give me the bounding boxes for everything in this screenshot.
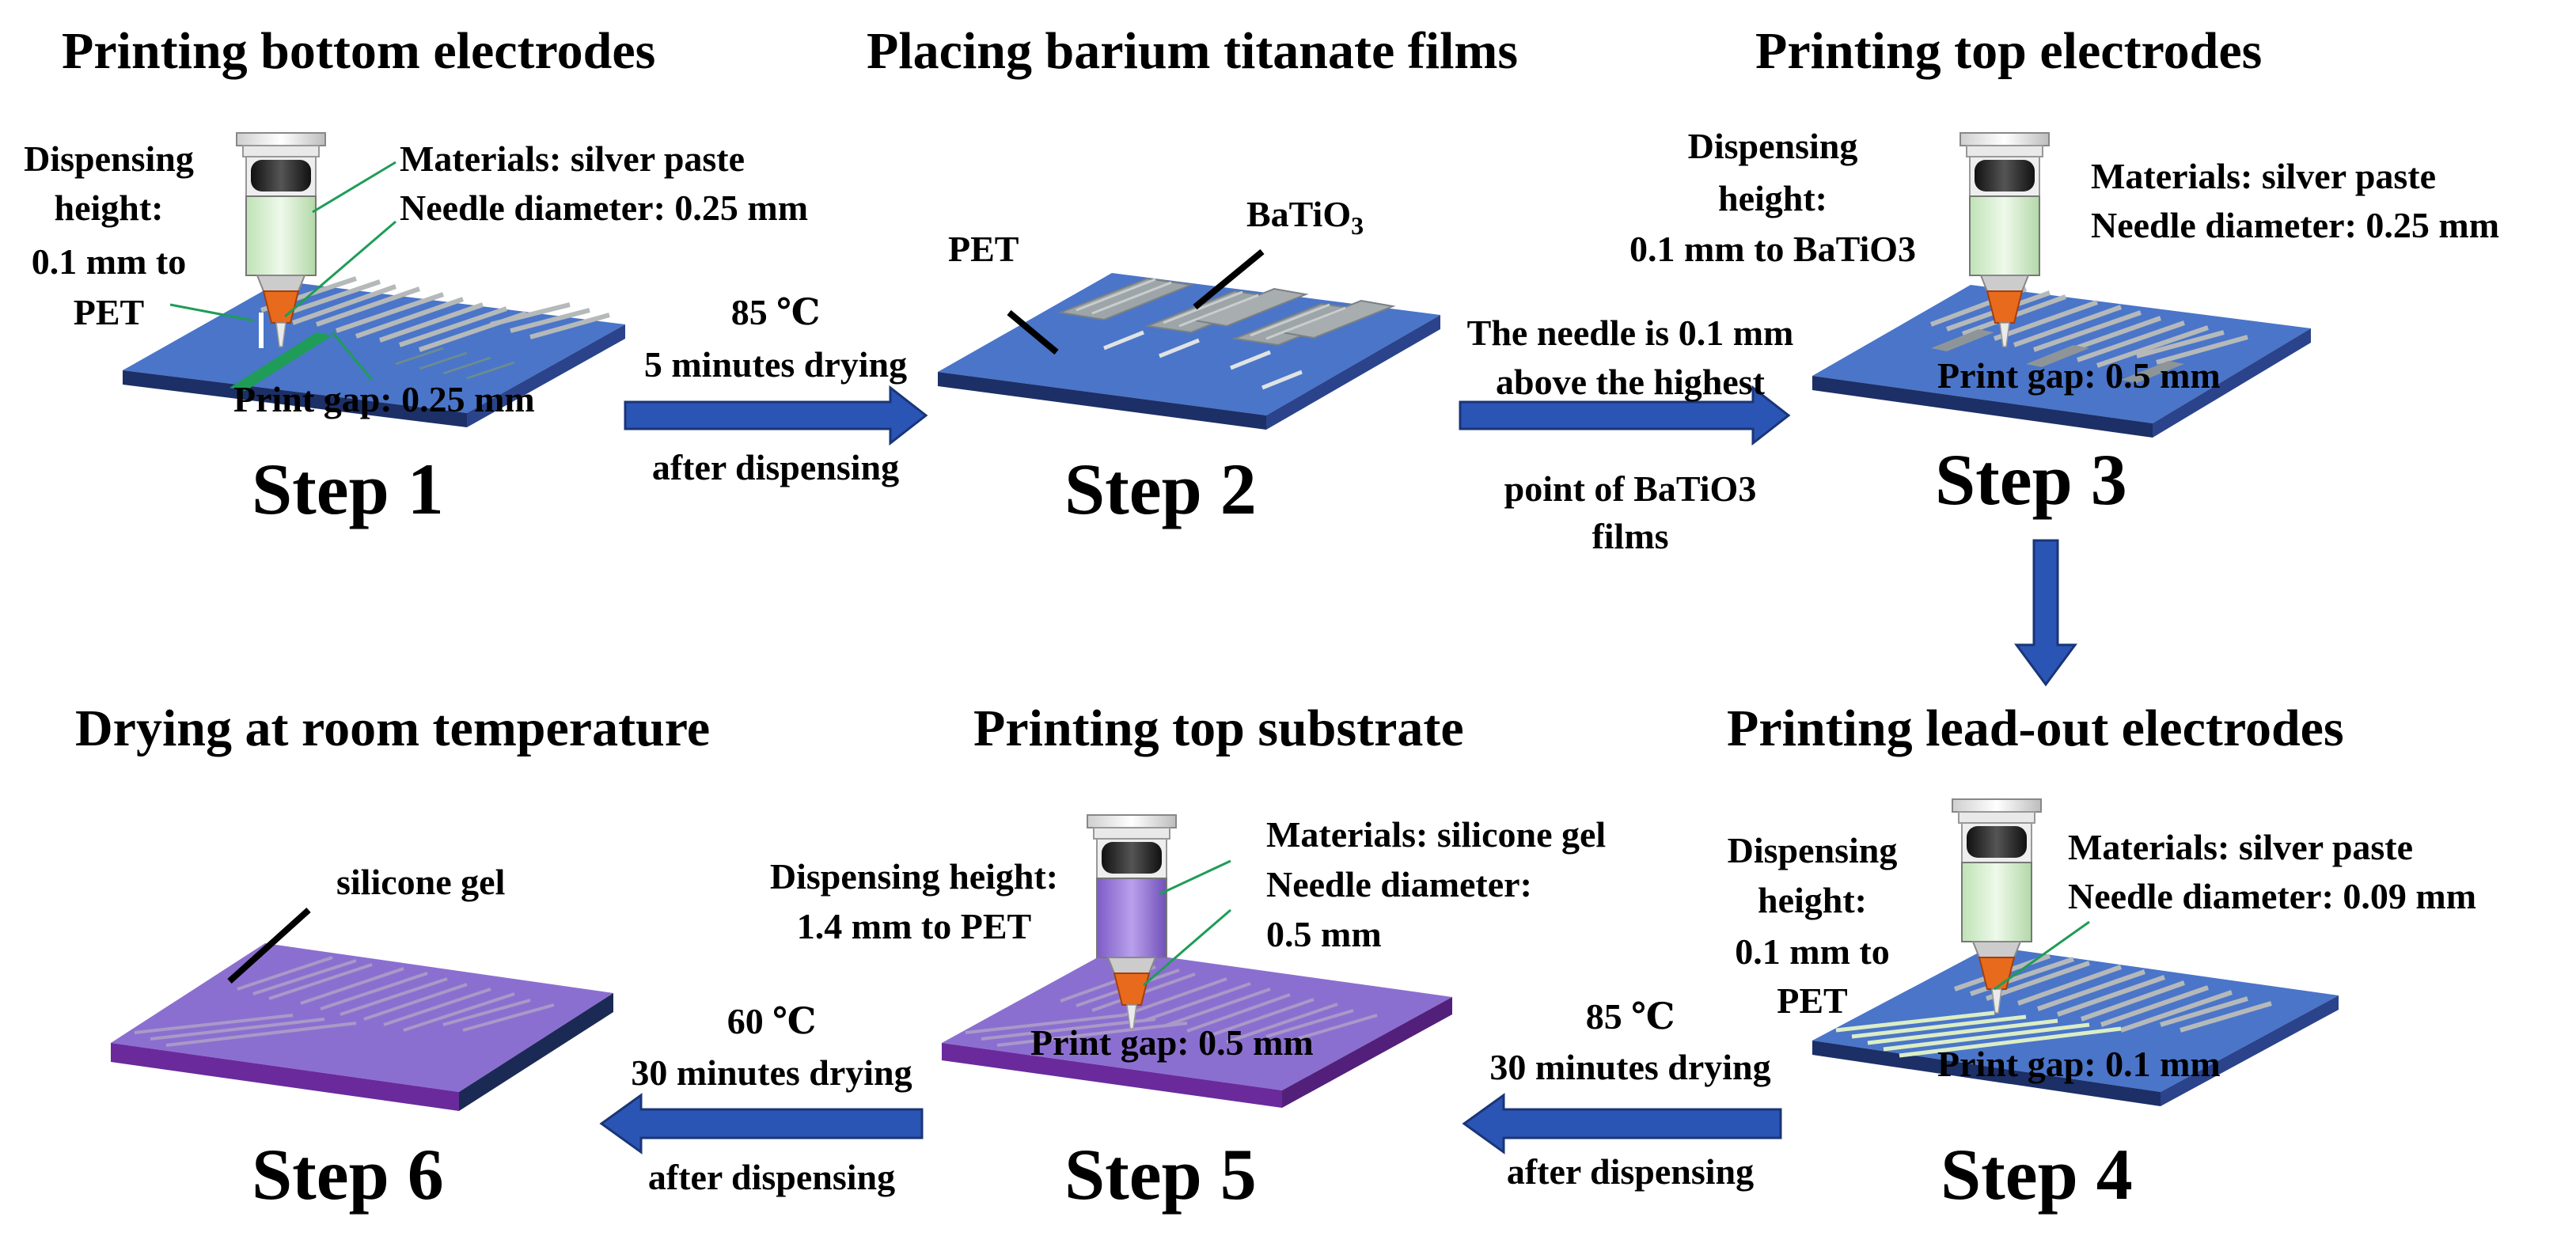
step5-leader-lines — [1143, 859, 1231, 987]
step2-title: Placing barium titanate films — [867, 22, 1519, 80]
t45-temp: 85 ℃ — [1585, 996, 1675, 1037]
step1-materials: Materials: silver paste — [400, 138, 745, 179]
t12-drying: 5 minutes drying — [643, 344, 908, 385]
arrow-down-icon — [2014, 539, 2077, 687]
step3-dispensing-line3: 0.1 mm to BaTiO3 — [1629, 229, 1917, 269]
step3-dispensing-line2: height: — [1718, 178, 1827, 218]
step5-gap: Print gap: 0.5 mm — [1030, 1022, 1314, 1063]
arrow-left-icon — [1462, 1093, 1782, 1154]
step3-title: Printing top electrodes — [1755, 22, 2263, 80]
step4-label: Step 4 — [1941, 1134, 2133, 1215]
step1-dispensing-line1: Dispensing — [24, 138, 194, 179]
t12-temp: 85 ℃ — [730, 292, 821, 332]
step6-gel-label: silicone gel — [336, 862, 506, 902]
step4-dispensing-line4: PET — [1777, 980, 1848, 1021]
step5-needle-line2: 0.5 mm — [1266, 914, 1382, 954]
step2-substrate — [938, 248, 1440, 430]
t23-line3: point of BaTiO3 — [1504, 468, 1757, 509]
step1-dispensing-line2: height: — [54, 188, 164, 228]
step5-label: Step 5 — [1064, 1134, 1257, 1215]
step6-label: Step 6 — [252, 1134, 444, 1215]
step4-dispensing-line2: height: — [1758, 880, 1867, 920]
step3-dispensing-line1: Dispensing — [1687, 126, 1858, 166]
t45-drying: 30 minutes drying — [1489, 1047, 1771, 1087]
t23-line4: films — [1592, 516, 1669, 556]
t23-line1: The needle is 0.1 mm — [1466, 313, 1794, 353]
step5-dispensing-line2: 1.4 mm to PET — [796, 906, 1032, 946]
t45-after: after dispensing — [1506, 1151, 1755, 1192]
step4-leader-line — [1994, 920, 2090, 991]
step2-film-label: BaTiO3 — [1246, 194, 1364, 241]
step1-label: Step 1 — [252, 449, 444, 529]
step6-substrate — [111, 908, 613, 1111]
arrow-right-icon — [1459, 385, 1791, 446]
step4-dispensing-line1: Dispensing — [1727, 830, 1898, 870]
step3-substrate — [1812, 285, 2311, 438]
step1-needle: Needle diameter: 0.25 mm — [400, 188, 809, 228]
step3-needle: Needle diameter: 0.25 mm — [2091, 205, 2500, 245]
step4-materials: Materials: silver paste — [2068, 827, 2414, 867]
step4-title: Printing lead-out electrodes — [1727, 700, 2344, 757]
step4-dispensing-line3: 0.1 mm to — [1735, 931, 1890, 972]
step1-dispensing-line3: 0.1 mm to — [31, 241, 187, 282]
step4-needle: Needle diameter: 0.09 mm — [2068, 876, 2477, 916]
t23-line2: above the highest — [1496, 362, 1765, 402]
t12-after: after dispensing — [651, 447, 900, 487]
step1-dispensing-line4: PET — [73, 292, 145, 332]
step1-gap: Print gap: 0.25 mm — [233, 379, 535, 419]
step3-materials: Materials: silver paste — [2091, 156, 2437, 196]
step1-title: Printing bottom electrodes — [62, 22, 656, 80]
step5-materials: Materials: silicone gel — [1266, 814, 1607, 855]
step6-title: Drying at room temperature — [75, 700, 711, 757]
step2-pet-label: PET — [948, 229, 1019, 269]
step4-substrate — [1812, 946, 2339, 1106]
step4-gap: Print gap: 0.1 mm — [1937, 1044, 2221, 1084]
arrow-right-icon — [624, 385, 928, 446]
step3-gap: Print gap: 0.5 mm — [1937, 355, 2221, 396]
t56-after: after dispensing — [647, 1157, 896, 1197]
step5-dispensing-line1: Dispensing height: — [769, 856, 1059, 897]
step3-label: Step 3 — [1935, 439, 2127, 520]
step1-leader-lines — [169, 161, 396, 381]
arrow-left-icon — [599, 1093, 924, 1154]
t56-drying: 30 minutes drying — [631, 1052, 912, 1093]
step5-substrate — [942, 950, 1452, 1108]
step5-title: Printing top substrate — [973, 700, 1464, 757]
step5-needle-line1: Needle diameter: — [1266, 864, 1532, 904]
t56-temp: 60 ℃ — [727, 1001, 817, 1041]
step2-label: Step 2 — [1064, 449, 1257, 529]
step1-substrate — [123, 276, 625, 427]
